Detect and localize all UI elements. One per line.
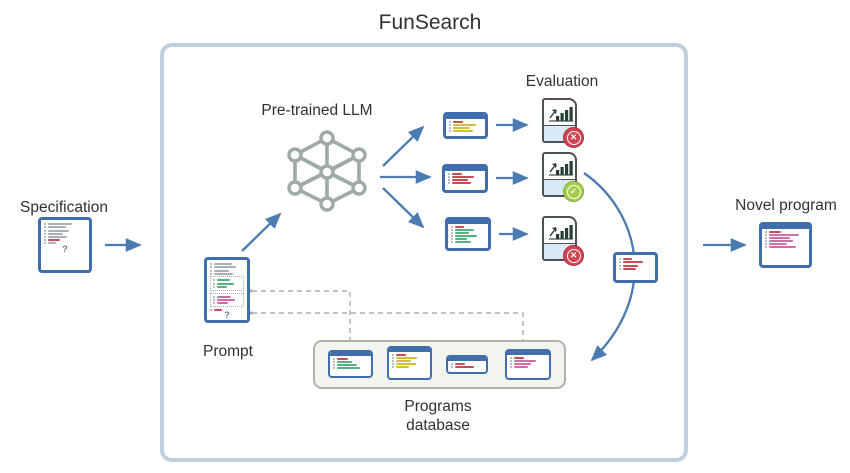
specification-label: Specification (20, 199, 108, 216)
fail-badge-icon: ✕ (563, 245, 584, 266)
novel-program-label: Novel program (735, 197, 837, 214)
pass-badge-icon: ✓ (563, 181, 584, 202)
db-program1-code-icon (328, 350, 373, 378)
evaluation-doc-3: ✕ (542, 216, 584, 266)
selected-program-code-icon (613, 252, 658, 283)
db-program2-code-icon (387, 346, 432, 380)
llm-sample2-code-icon (442, 164, 488, 193)
evaluation-doc-2: ✓ (542, 152, 584, 202)
fail-badge-icon: ✕ (563, 127, 584, 148)
db-program4-code-icon (505, 349, 551, 380)
score-chart-icon (549, 225, 573, 240)
prompt-code-icon: ? (204, 257, 250, 323)
dashed-prompt-to-database-lines (249, 289, 524, 348)
llm-sample3-code-icon (445, 217, 491, 251)
db-program3-code-icon (446, 355, 488, 374)
arrow-prompt-to-llm (241, 212, 282, 252)
score-chart-icon (549, 107, 573, 122)
evaluation-doc-1: ✕ (542, 98, 584, 148)
arrow-llm-to-sample3 (382, 187, 425, 229)
neural-network-icon (287, 130, 367, 212)
prompt-label: Prompt (203, 343, 253, 360)
llm-sample1-code-icon (443, 112, 488, 139)
llm-label: Pre-trained LLM (261, 102, 373, 119)
score-chart-icon (549, 161, 573, 176)
evaluation-label: Evaluation (525, 73, 599, 90)
funsearch-outer-frame (160, 43, 688, 462)
specification-code-icon: ? (38, 217, 92, 273)
solid-arrows (105, 118, 747, 362)
arrow-llm-to-sample1 (382, 125, 425, 167)
novel-program-code-icon (759, 222, 812, 268)
programs-database-label: Programs database (404, 398, 472, 434)
diagram-title: FunSearch (378, 11, 482, 34)
